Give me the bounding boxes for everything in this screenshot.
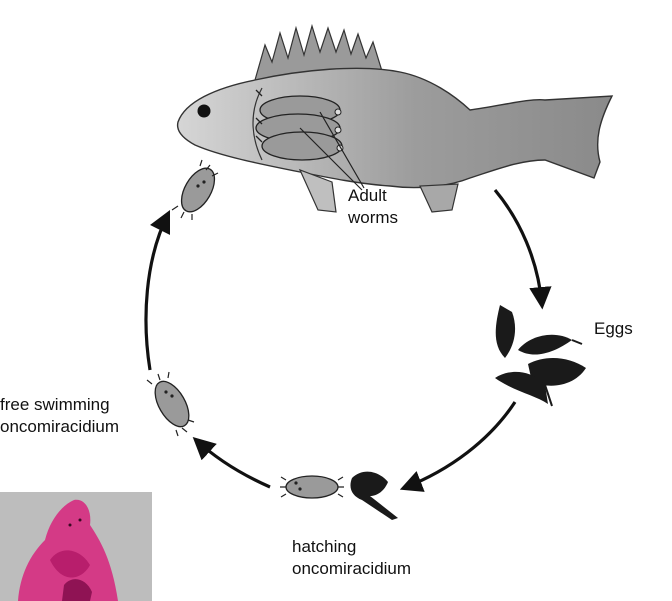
larva [180, 167, 216, 213]
adult-worms [255, 89, 365, 191]
hatching-label: hatching oncomiracidium [292, 536, 411, 580]
specimen-photo-inset [0, 492, 152, 601]
larva [285, 475, 339, 499]
adult-worms-pointer [299, 111, 365, 191]
attaching-oncomiracidium [171, 159, 219, 220]
arrow-hatching-to-free [192, 436, 271, 489]
egg [495, 305, 516, 358]
hatching-oncomiracidium [280, 471, 398, 520]
fish-body [176, 67, 614, 189]
eggs-label: Eggs [594, 319, 633, 338]
free-swimming-oncomiracidium [146, 371, 195, 437]
free-swimming-label: free swimming oncomiracidium [0, 394, 119, 438]
fish-gill-cover [252, 87, 263, 161]
adult-worms-label: Adult worms [348, 185, 398, 229]
adult-worms-label-line1: Adult [348, 186, 387, 205]
arrow-eggs-to-hatching [399, 401, 517, 492]
adult-worm [261, 131, 343, 161]
arrow-free-to-fish [144, 209, 171, 371]
free-swimming-label-line2: oncomiracidium [0, 417, 120, 436]
cycle-arrows [144, 188, 552, 492]
egg [518, 334, 572, 355]
free-swimming-label-line1: free swimming [0, 395, 110, 414]
eggs-group [495, 305, 586, 407]
arrow-fish-to-eggs [493, 188, 552, 310]
fish-ventral-fin [298, 168, 337, 213]
hatching-label-line2: oncomiracidium [292, 559, 412, 578]
hatching-label-line1: hatching [292, 537, 357, 556]
egg [528, 358, 586, 386]
adult-worms-label-line2: worms [348, 208, 399, 227]
fish-eye [197, 104, 211, 118]
larva [154, 380, 190, 428]
egg [495, 371, 548, 404]
egg-shell [350, 471, 398, 520]
fish-anal-fin [419, 183, 459, 213]
